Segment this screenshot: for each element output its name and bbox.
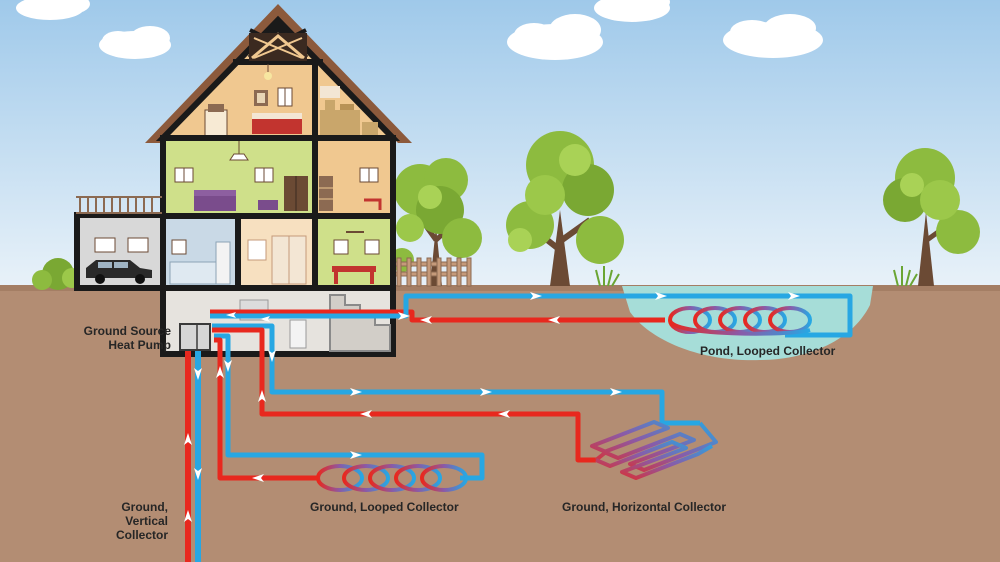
heat-pump-label-line1: Ground Source bbox=[83, 324, 171, 338]
pipe-pond-hot bbox=[210, 309, 665, 323]
heat-pump-unit bbox=[179, 323, 211, 351]
cloud bbox=[99, 26, 171, 59]
cloud bbox=[507, 14, 603, 60]
pipe-pond-cold bbox=[210, 293, 853, 338]
soil-dark-band bbox=[0, 285, 1000, 291]
tree bbox=[394, 158, 482, 286]
car bbox=[86, 260, 152, 284]
grass-tufts bbox=[595, 266, 918, 287]
tree bbox=[506, 131, 624, 286]
heat-pump-label: Ground Source Heat Pump bbox=[56, 324, 171, 352]
house bbox=[74, 4, 412, 357]
pipe-loop-hot bbox=[214, 337, 318, 481]
flow-arrows bbox=[184, 292, 800, 522]
heat-pump-label-line2: Heat Pump bbox=[108, 338, 171, 352]
cloud bbox=[16, 0, 90, 20]
pipe-horiz-hot bbox=[212, 327, 596, 463]
tree bbox=[883, 148, 980, 286]
cloud bbox=[723, 14, 823, 58]
vertical-collector-label: Ground, Vertical Collector bbox=[98, 500, 168, 542]
horizontal-coil bbox=[590, 420, 718, 480]
pond-coil bbox=[668, 306, 812, 336]
pipes bbox=[185, 293, 853, 562]
pond-collector-label: Pond, Looped Collector bbox=[700, 344, 836, 358]
pipe-horiz-cold bbox=[212, 323, 700, 426]
ground-horizontal-collector-label: Ground, Horizontal Collector bbox=[562, 500, 726, 514]
vertical-label-line3: Collector bbox=[115, 528, 168, 542]
ground-coil bbox=[316, 464, 468, 492]
vertical-label-line1: Ground, bbox=[121, 500, 168, 514]
fence bbox=[394, 257, 472, 287]
vertical-label-line2: Vertical bbox=[125, 514, 168, 528]
clouds bbox=[16, 0, 823, 60]
ground-looped-collector-label: Ground, Looped Collector bbox=[310, 500, 459, 514]
cloud bbox=[594, 0, 670, 22]
